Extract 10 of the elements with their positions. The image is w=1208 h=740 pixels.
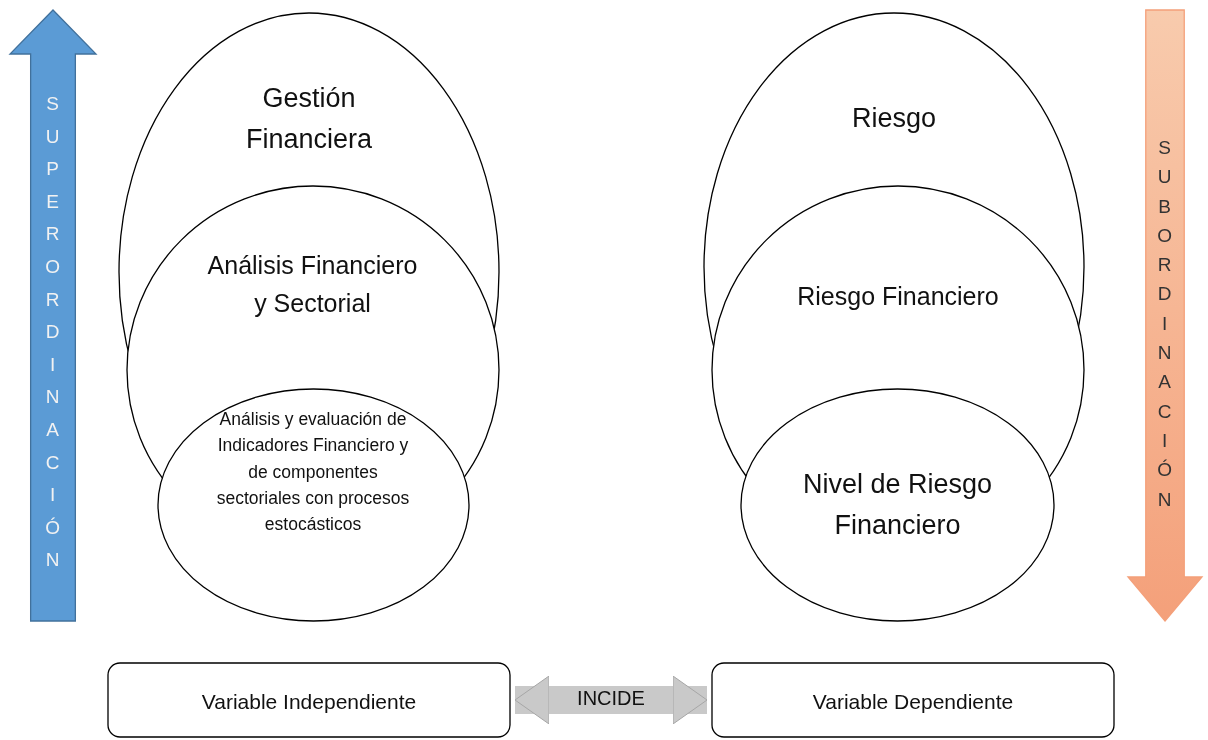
concept-label: Riesgo Financiero bbox=[796, 281, 1000, 312]
concept-label: Nivel de Riesgo Financiero bbox=[801, 468, 994, 542]
concept-label: Gestión Financiera bbox=[244, 82, 374, 156]
vertical-label: SUBORDINACIÓN bbox=[1157, 136, 1173, 512]
vertical-label: SUPERORDINACIÓN bbox=[45, 92, 61, 573]
variable-label: Variable Dependiente bbox=[811, 689, 1015, 715]
concept-label: Riesgo bbox=[850, 102, 937, 135]
concept-label: Análisis y evaluación de Indicadores Financiero y de componentes sectoriales con procesos estocásticos bbox=[215, 408, 411, 536]
concept-label: Análisis Financiero y Sectorial bbox=[206, 250, 419, 319]
variable-label: Variable Independiente bbox=[200, 689, 418, 715]
